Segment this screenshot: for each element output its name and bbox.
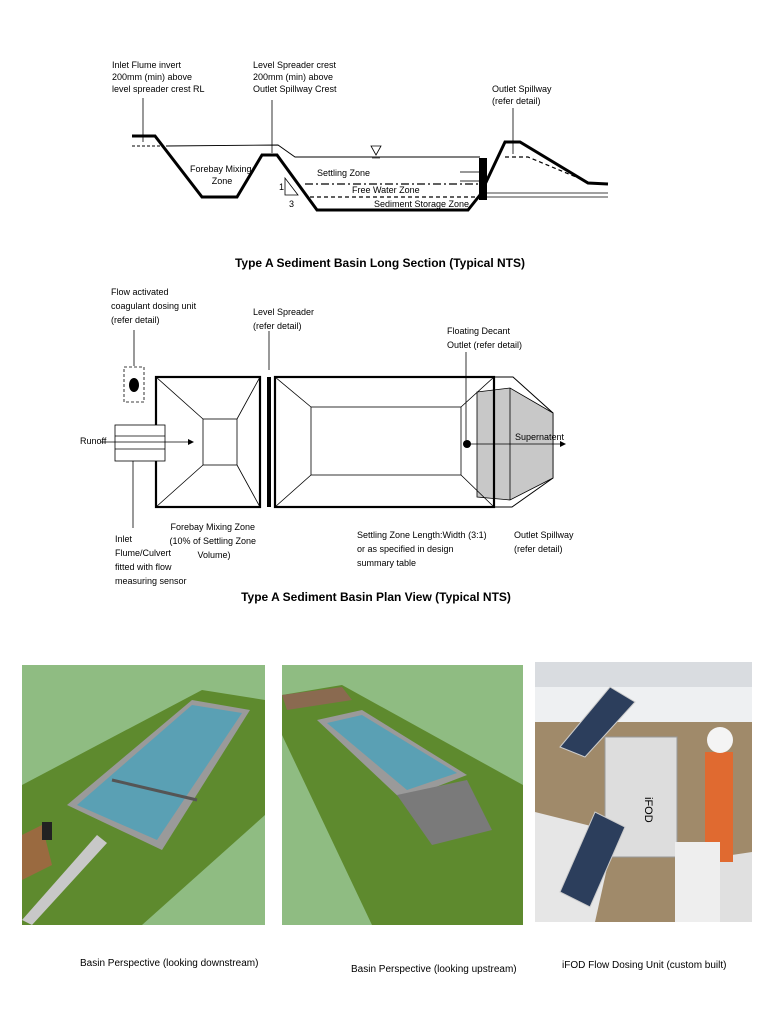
sediment-storage-zone-label: Sediment Storage Zone bbox=[374, 199, 469, 209]
slope-rise: 1 bbox=[279, 182, 284, 192]
free-water-zone-label: Free Water Zone bbox=[352, 185, 420, 195]
water-level-symbol bbox=[370, 145, 382, 156]
diagrams: Inlet Flume invert 200mm (min) above lev… bbox=[80, 60, 609, 604]
level-spreader-plan bbox=[267, 377, 271, 507]
basin-upstream-render bbox=[282, 665, 523, 925]
outlet-spillway-label: Outlet Spillway (refer detail) bbox=[492, 84, 554, 106]
dosing-unit-icon bbox=[129, 378, 139, 392]
ifod-unit-photo: iFOD bbox=[535, 662, 752, 922]
slope-triangle bbox=[284, 176, 299, 196]
forebay-mixing-label: Forebay Mixing Zone (10% of Settling Zon… bbox=[169, 522, 258, 560]
settling-zone-label: Settling Zone bbox=[317, 168, 370, 178]
dosing-unit-label: Flow activated coagulant dosing unit (re… bbox=[111, 287, 199, 325]
settling-zone-ratio-label: Settling Zone Length:Width (3:1) or as s… bbox=[357, 530, 489, 568]
level-spreader-crest-label: Level Spreader crest 200mm (min) above O… bbox=[253, 60, 339, 94]
supernatant-label: Supernatent bbox=[515, 432, 565, 442]
dosing-unit-box bbox=[123, 366, 145, 403]
slope-run: 3 bbox=[289, 199, 294, 209]
long-section-title: Type A Sediment Basin Long Section (Typi… bbox=[235, 256, 525, 270]
outlet-riser bbox=[479, 158, 487, 200]
inlet-culvert-label: Inlet Flume/Culvert fitted with flow mea… bbox=[115, 534, 187, 586]
ifod-device-label: iFOD bbox=[642, 797, 654, 823]
plan-view-title: Type A Sediment Basin Plan View (Typical… bbox=[241, 590, 511, 604]
level-spreader-label: Level Spreader (refer detail) bbox=[253, 307, 317, 331]
inlet-culvert bbox=[114, 424, 166, 462]
forebay-zone-label: Forebay Mixing Zone bbox=[190, 164, 254, 186]
inlet-flume-label: Inlet Flume invert 200mm (min) above lev… bbox=[112, 60, 205, 94]
water-surface-line bbox=[165, 144, 480, 158]
photo-caption-downstream: Basin Perspective (looking downstream) bbox=[80, 958, 259, 969]
outlet-spillway-plan bbox=[476, 376, 554, 508]
plan-view-diagram: Flow activated coagulant dosing unit (re… bbox=[80, 287, 576, 604]
photo-caption-ifod: iFOD Flow Dosing Unit (custom built) bbox=[562, 960, 727, 971]
long-section-diagram: Inlet Flume invert 200mm (min) above lev… bbox=[112, 60, 609, 270]
basin-profile bbox=[132, 134, 609, 212]
photo-caption-upstream: Basin Perspective (looking upstream) bbox=[351, 964, 517, 975]
outlet-spillway-plan-label: Outlet Spillway (refer detail) bbox=[514, 530, 576, 554]
basin-downstream-render bbox=[22, 665, 265, 925]
runoff-label: Runoff bbox=[80, 436, 107, 446]
floating-decant-label: Floating Decant Outlet (refer detail) bbox=[447, 326, 522, 350]
settling-zone-plan bbox=[273, 375, 496, 509]
